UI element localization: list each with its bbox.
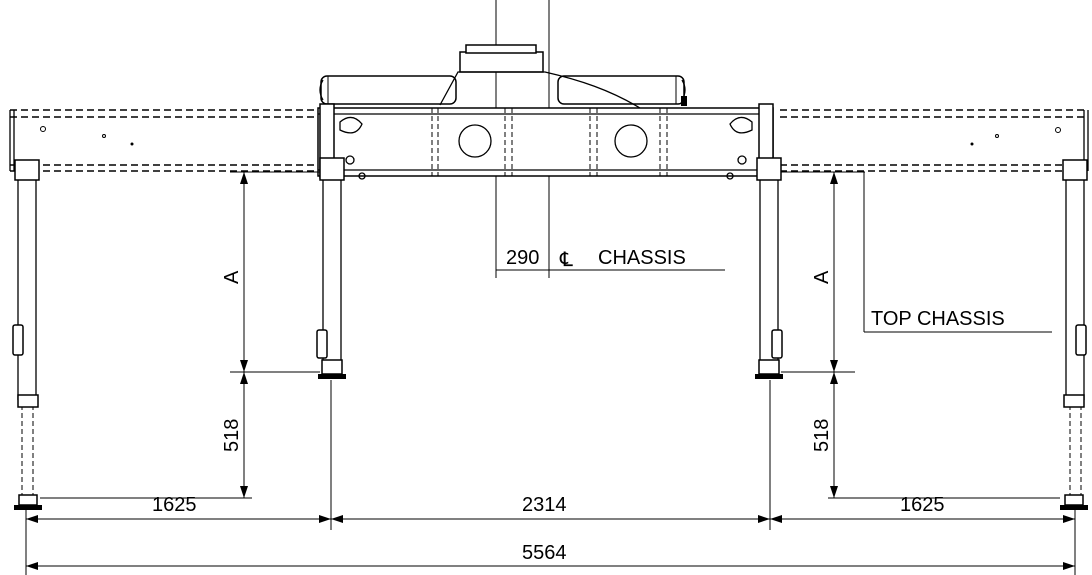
jack-extension-left-label: 518 bbox=[221, 419, 243, 452]
dimension-centerline-offset: 290 ℄ CHASSIS bbox=[496, 245, 725, 271]
height-a-left-label: A bbox=[221, 270, 243, 284]
jack-extension-right-label: 518 bbox=[811, 419, 833, 452]
center-span-label: 2314 bbox=[522, 494, 567, 516]
central-frame-box bbox=[317, 44, 774, 180]
top-chassis-callout: TOP CHASSIS bbox=[842, 171, 1052, 333]
dimension-right-vertical: A 518 bbox=[781, 171, 1060, 499]
jack-outer-right bbox=[1060, 159, 1088, 510]
height-a-right-label: A bbox=[811, 270, 833, 284]
overall-length-label: 5564 bbox=[522, 542, 567, 564]
left-extended-beam bbox=[9, 109, 320, 172]
chassis-label: CHASSIS bbox=[598, 247, 686, 269]
right-extended-beam bbox=[780, 109, 1089, 172]
dimension-horizontal: 1625 2314 1625 5564 bbox=[25, 380, 1076, 575]
centerline-offset-label: 290 bbox=[506, 247, 539, 269]
dimension-left-vertical: A 518 bbox=[40, 171, 320, 499]
jack-outer-left bbox=[12, 159, 42, 510]
top-chassis-label: TOP CHASSIS bbox=[871, 308, 1005, 330]
jack-inner-left bbox=[316, 157, 346, 379]
outrigger-left-label: 1625 bbox=[152, 494, 197, 516]
outrigger-right-label: 1625 bbox=[900, 494, 945, 516]
jack-inner-right bbox=[755, 157, 783, 379]
centerline-symbol: ℄ bbox=[559, 249, 573, 271]
